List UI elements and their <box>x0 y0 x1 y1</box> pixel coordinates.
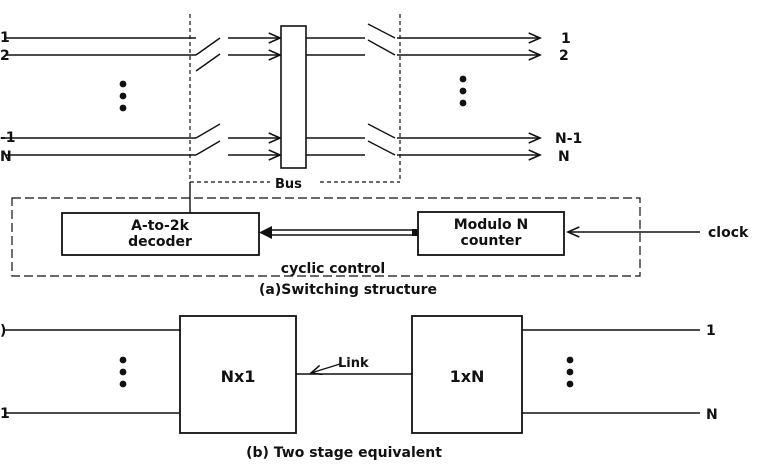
output-switch-n <box>367 140 396 156</box>
output-label-n-1: N-1 <box>555 131 582 147</box>
link-label: Link <box>338 356 369 371</box>
counter-to-decoder-arrowhead <box>259 226 272 239</box>
input-label-n-1: -1 <box>0 130 16 146</box>
switching-caption: (a)Switching structure <box>259 282 437 298</box>
input-label-2: 2 <box>0 48 10 64</box>
1xn-label: 1xN <box>450 367 485 386</box>
input-switch-n-1 <box>195 123 221 139</box>
input-label-n: N <box>0 149 12 165</box>
input-switch-2 <box>195 53 221 72</box>
counter-label-line-2: counter <box>461 233 522 249</box>
output-label-2: 2 <box>559 48 569 64</box>
nx1-box <box>179 315 297 434</box>
counter-box <box>417 211 565 256</box>
input-label-1: 1 <box>0 30 10 46</box>
cyclic-control-label: cyclic control <box>281 261 385 277</box>
bus-bracket <box>189 14 401 183</box>
nx1-label: Nx1 <box>221 367 256 386</box>
output-switch-2 <box>367 39 396 56</box>
output-switches <box>367 23 396 156</box>
output-switch-n-1 <box>367 123 396 139</box>
decoder-label-line-2: decoder <box>128 234 192 250</box>
decoder-label-line-1: A-to-2k <box>131 218 190 234</box>
output-lines <box>397 38 540 155</box>
bus-input-lines <box>228 38 280 155</box>
cyclic-control-box <box>11 197 641 277</box>
1xn-box <box>411 315 523 434</box>
two-stage-caption: (b) Two stage equivalent <box>246 445 442 461</box>
two-stage-input-label-top: ) <box>0 323 6 339</box>
output-label-1: 1 <box>561 31 571 47</box>
bus-output-lines <box>306 37 365 156</box>
two-stage-output-label-n: N <box>706 407 718 423</box>
two-stage-lines <box>5 329 700 414</box>
bus-label: Bus <box>275 177 302 192</box>
counter-to-decoder-arrow <box>266 229 418 236</box>
two-stage-ellipsis-dots <box>119 356 574 388</box>
input-switches <box>195 37 221 156</box>
input-switch-n <box>195 140 221 156</box>
output-label-n: N <box>558 149 570 165</box>
bus-bar <box>280 25 307 169</box>
ellipsis-dots <box>119 75 467 112</box>
output-switch-1 <box>367 23 396 39</box>
input-lines <box>5 37 196 156</box>
two-stage-output-label-1: 1 <box>706 323 716 339</box>
input-switch-1 <box>195 37 221 56</box>
decoder-box <box>61 212 260 256</box>
counter-label-line-1: Modulo N <box>454 217 529 233</box>
link-pointer <box>311 363 341 373</box>
clock-label: clock <box>708 225 749 241</box>
two-stage-input-label-bottom: 1 <box>0 406 10 422</box>
